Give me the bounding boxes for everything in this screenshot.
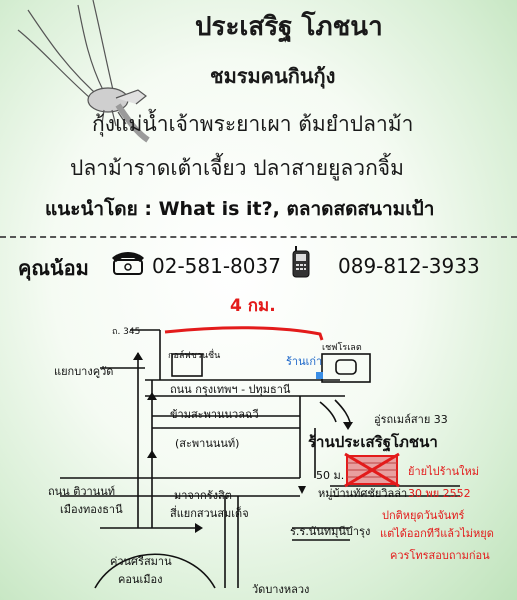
menu-line-2: ปลาม้าราดเต้าเจี้ยว ปลาสายยูลวกจิ้ม xyxy=(70,156,404,180)
bkk-pathum-road-label: ถนน กรุงเทพฯ - ปทุมธานี xyxy=(170,383,291,396)
mobile-number: 089-812-3933 xyxy=(338,254,480,278)
contact-name: คุณน้อม xyxy=(18,256,89,280)
distance-label: 4 กม. xyxy=(230,296,276,316)
new-shop-name: ร้านประเสริฐโภชนา xyxy=(308,433,438,451)
divider xyxy=(0,236,517,238)
fifty-meters-label: 50 ม. xyxy=(316,469,345,482)
shop-title: ประเสริฐ โภชนา xyxy=(195,12,383,42)
lobster-icon xyxy=(17,0,150,143)
moved-date-note: 30 พย 2552 xyxy=(408,487,471,500)
chevrolet-label: เชฟโรเลต xyxy=(322,343,362,353)
mobile-phone-icon xyxy=(292,246,310,278)
bus-depot-label: อู่รถเมล์สาย 33 xyxy=(374,413,448,426)
bang-kuwat-label: แยกบางคูวัด xyxy=(54,365,114,378)
bridge-label: ข้ามสะพานนวลฉวี xyxy=(170,408,259,421)
wat-label: วัดบางหลวง xyxy=(252,583,310,596)
don-mueang-label: คอนเมือง xyxy=(118,573,163,586)
route-map xyxy=(60,326,460,589)
recommended-by: แนะนำโดย : What is it?, ตลาดสดสนามเป้า xyxy=(45,198,435,220)
call-first-note: ควรโทรสอบถามก่อน xyxy=(390,549,490,562)
from-rangsit-label: มาจากรังสิต xyxy=(174,489,232,502)
village-label: หมู่บ้านทัศชัยวิลล่า xyxy=(318,487,408,500)
telephone-icon xyxy=(112,252,144,275)
golf-label: กอล์ฟชวนชื่น xyxy=(168,351,221,361)
menu-line-1: กุ้งแม่น้ำเจ้าพระยาเผา ต้มยำปลาม้า xyxy=(92,112,414,136)
suan-son-junction-label: สี่แยกสวนสมเด็จ xyxy=(170,507,249,520)
road-345-label: ถ. 345 xyxy=(112,327,141,337)
old-shop-label: ร้านเก่า xyxy=(286,355,323,368)
bridge-sub-label: (สะพานนนท์) xyxy=(175,437,240,450)
moved-note: ย้ายไปร้านใหม่ xyxy=(408,465,480,478)
kuan-sri-label: ค่วนศรีสมาน xyxy=(110,555,172,568)
old-shop-marker xyxy=(316,372,323,379)
tv-open-note: แต่ได้ออกทีวีแล้วไม่หยุด xyxy=(380,527,494,540)
muang-thong-label: เมืองทองธานี xyxy=(60,503,123,516)
shop-subtitle: ชมรมคนกินกุ้ง xyxy=(210,64,336,88)
closed-day-note: ปกติหยุดวันจันทร์ xyxy=(382,509,465,522)
phone-number: 02-581-8037 xyxy=(152,254,281,278)
tiwanon-road-label: ถนน ติวานนท์ xyxy=(48,485,115,498)
school-label: ร.ร.นันทมุนีบำรุง xyxy=(290,525,371,538)
